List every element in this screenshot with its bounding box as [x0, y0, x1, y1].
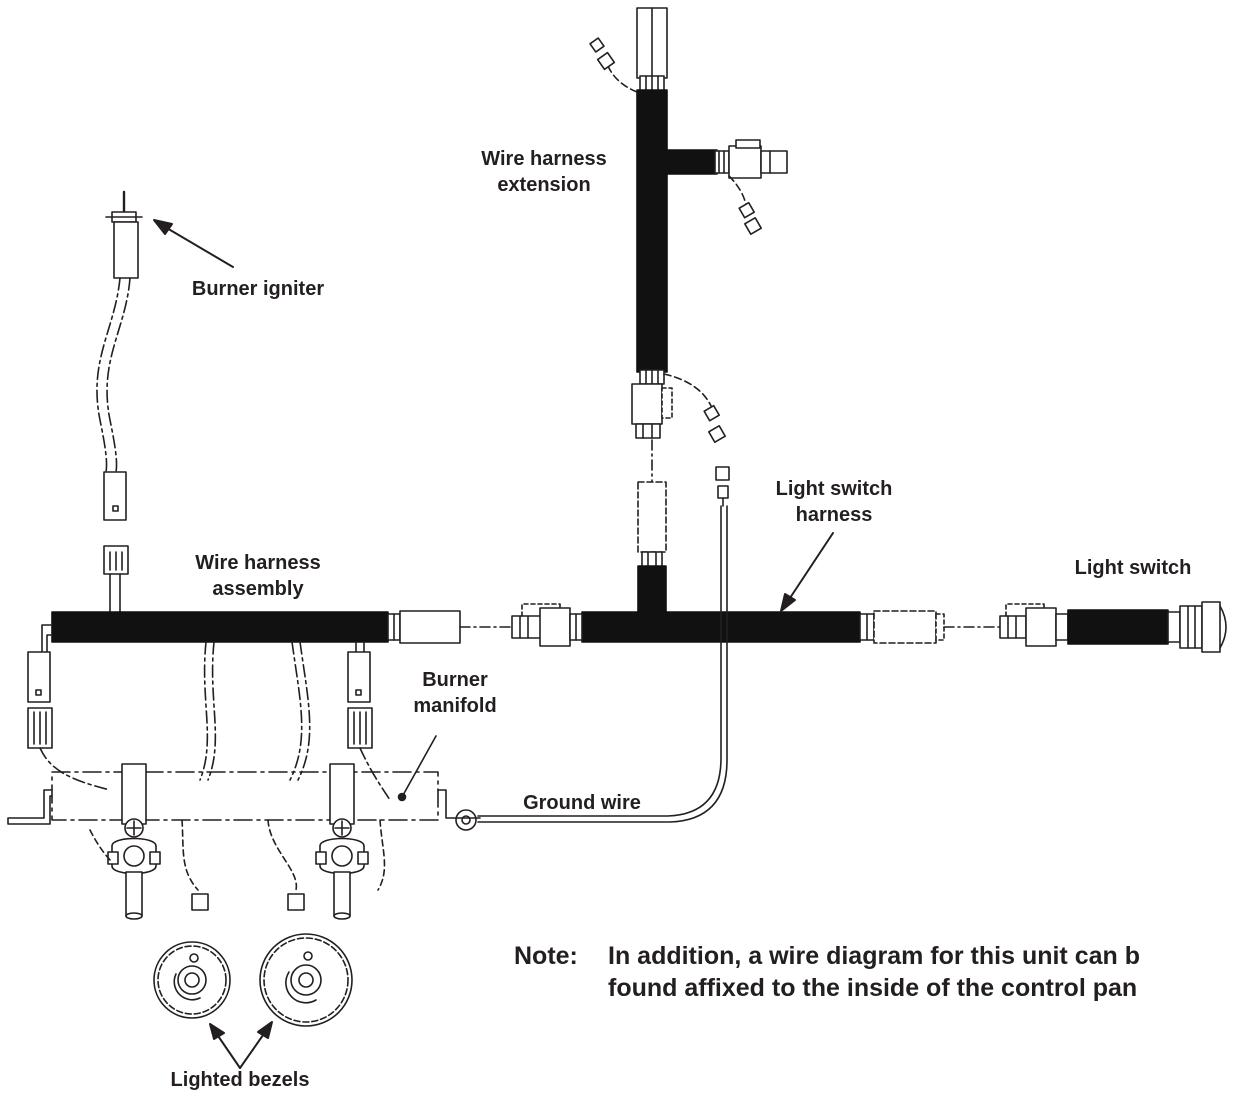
- label-light-switch-harness: Light switch harness: [760, 476, 908, 528]
- label-lighted-bezels: Lighted bezels: [170, 1069, 310, 1091]
- wire-harness-assembly: [27, 545, 513, 801]
- label-line: Wire harness: [481, 148, 607, 170]
- label-line: harness: [795, 504, 873, 526]
- note-line-1: In addition, a wire diagram for this uni…: [608, 942, 1140, 970]
- note-block: Note: In addition, a wire diagram for th…: [514, 940, 1235, 1020]
- label-burner-manifold: Burner manifold: [400, 667, 510, 719]
- note-prefix: Note:: [514, 942, 578, 970]
- label-line: manifold: [413, 695, 497, 717]
- leader-arrows: [153, 219, 834, 1069]
- label-burner-igniter: Burner igniter: [191, 278, 325, 300]
- label-line: extension: [497, 174, 591, 196]
- label-line: assembly: [212, 578, 304, 600]
- label-line: Light switch: [775, 478, 893, 500]
- label-wire-harness-extension: Wire harness extension: [470, 146, 618, 198]
- label-light-switch: Light switch: [1074, 557, 1192, 579]
- label-line: Burner: [422, 669, 488, 691]
- light-switch-harness: [511, 481, 1001, 647]
- light-switch-part: [999, 601, 1227, 653]
- burner-igniter-part: [96, 190, 143, 521]
- lighted-bezels-part: [153, 933, 353, 1027]
- label-ground-wire: Ground wire: [523, 792, 641, 814]
- note-line-2: found affixed to the inside of the contr…: [608, 974, 1138, 1002]
- label-wire-harness-assembly: Wire harness assembly: [180, 550, 336, 602]
- ground-wire: [455, 466, 730, 831]
- label-line: Wire harness: [195, 552, 321, 574]
- wire-harness-extension: [589, 7, 788, 483]
- burner-manifold-part: [7, 735, 481, 920]
